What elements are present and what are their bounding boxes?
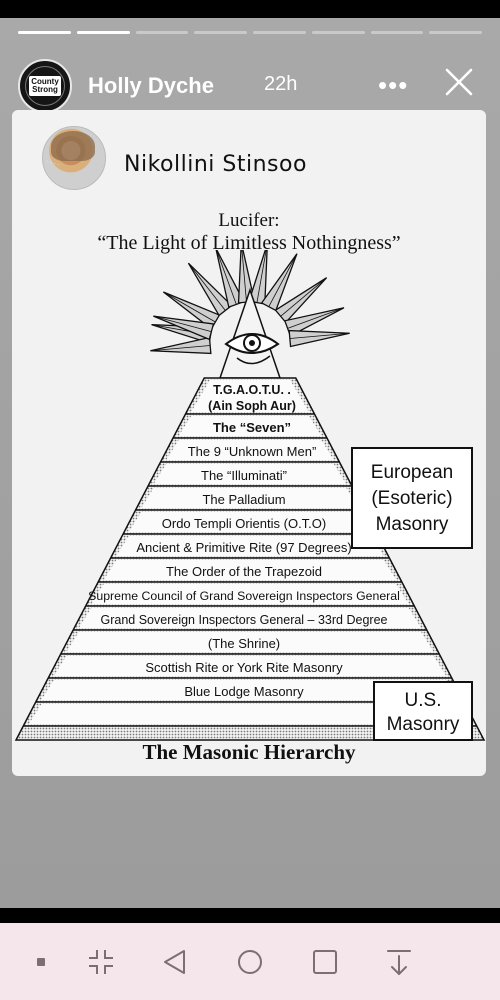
story-viewer[interactable]: County Strong Holly Dyche 22h ••• · · · … [0,18,500,908]
pyramid-band [28,704,472,724]
progress-segment [311,31,365,34]
pyramid-level-label: Supreme Council of Grand Sovereign Inspe… [88,589,400,603]
pyramid-band [53,656,447,676]
system-navigation-bar [0,923,500,1000]
document-title-line1: Lucifer: [218,210,280,231]
us-masonry-box: U.S. Masonry [373,681,473,741]
username[interactable]: Holly Dyche [88,73,214,98]
pyramid-level-label: The Palladium [202,492,285,507]
poster-name[interactable]: Nikollini Stinsoo [124,152,307,177]
sunburst-ray-midline [268,253,298,307]
poster-avatar[interactable]: · · · · [42,126,106,190]
avatar-watermark: · · · · [45,158,61,169]
pyramid-level-label: Blue Lodge Masonry [184,684,304,699]
sunburst-ray [153,315,215,341]
pyramid-band [78,608,422,628]
sunburst-ray-midline [150,345,211,352]
pyramid-level-label: The “Illuminati” [201,468,287,483]
sunburst-ray-midline [256,250,267,303]
pyramid-labels: T.G.A.O.T.U. . (Ain Soph Aur) The “Seven” T… [88,383,400,699]
pyramid-level-label: Ancient & Primitive Rite (97 Degrees) [136,540,351,555]
us-line1: U.S. [405,690,442,711]
sunburst-ray [288,329,350,348]
sunburst-ray-midline [216,250,237,305]
pyramid-band [116,536,384,556]
all-seeing-eye-icon [224,333,280,365]
shared-post-card[interactable]: · · · · Nikollini Stinsoo Lucifer: “The … [12,110,486,776]
avatar-photo [51,131,95,161]
back-icon[interactable] [160,947,190,977]
pyramid-band [178,416,322,436]
pyramid-level-label: Ordo Templi Orientis (O.T.O) [162,516,326,531]
sunburst-ray [150,336,212,355]
pyramid-band [91,584,409,604]
pyramid-band [153,464,347,484]
avatar-badge: County Strong [29,76,61,96]
pyramid-band [141,488,359,508]
european-line2: (Esoteric) [371,488,452,509]
sunburst-ray-midline [287,307,345,329]
download-icon[interactable] [384,947,414,977]
sunburst-ray-midline [241,250,247,303]
sunburst-ray-midline [289,332,350,339]
document-title-line2: “The Light of Limitless Nothingness” [97,232,401,254]
pyramid-level-label: Grand Sovereign Inspectors General – 33r… [101,613,388,627]
sunburst-ray [283,307,345,337]
avatar-logo: County Strong [25,66,65,106]
sunburst-ray [187,262,233,317]
pyramid-level-label: The 9 “Unknown Men” [188,444,317,459]
progress-segment [429,31,482,34]
progress-segment [194,31,247,34]
story-header: County Strong Holly Dyche 22h ••• [18,59,482,115]
story-progress-bar [18,31,482,34]
sunburst-ray-midline [163,291,216,323]
european-line1: European [371,462,453,483]
recents-dot-icon[interactable] [26,947,56,977]
european-line3: Masonry [376,514,449,535]
pyramid-level-label: Scottish Rite or York Rite Masonry [145,660,343,675]
post-time: 22h [264,73,298,95]
pyramid-band [41,680,459,700]
european-masonry-box: European (Esoteric) Masonry [351,447,473,549]
home-icon[interactable] [235,947,265,977]
sunburst-ray-midline [153,315,212,333]
progress-segment [18,31,71,34]
us-line2: Masonry [387,714,460,735]
more-options-icon[interactable]: ••• [378,70,409,100]
progress-segment [76,31,130,34]
pyramid-band [103,560,397,580]
sunburst-ray-midline [280,277,327,317]
pyramid-bands [23,380,477,727]
avatar-badge-line2: Strong [32,85,58,94]
sunburst-ray [248,250,268,305]
avatar-badge-line1: County [31,77,59,86]
pyramid-band [191,380,309,412]
pyramid-level-label: The Order of the Trapezoid [166,564,322,579]
close-icon[interactable] [442,65,476,99]
sunburst-ray-midline [188,262,226,311]
screenshot-icon[interactable] [86,947,116,977]
pyramid-level-label: (The Shrine) [208,636,280,651]
overview-icon[interactable] [310,947,340,977]
sunburst-ray [260,253,298,312]
pyramid-diagram: T.G.A.O.T.U. . (Ain Soph Aur) The “Seven” T… [14,250,486,741]
pyramid-level-label: (Ain Soph Aur) [208,399,296,413]
user-avatar[interactable]: County Strong [18,59,72,113]
pyramid-level-label: T.G.A.O.T.U. . [213,383,291,397]
progress-segment [253,31,306,34]
hierarchy-title: The Masonic Hierarchy [142,740,356,764]
pyramid-band [66,632,434,652]
pyramid-band [128,512,372,532]
progress-segment [135,31,189,34]
pyramid-level-label: The “Seven” [213,420,291,435]
pyramid-band [166,440,334,460]
progress-segment [370,31,424,34]
